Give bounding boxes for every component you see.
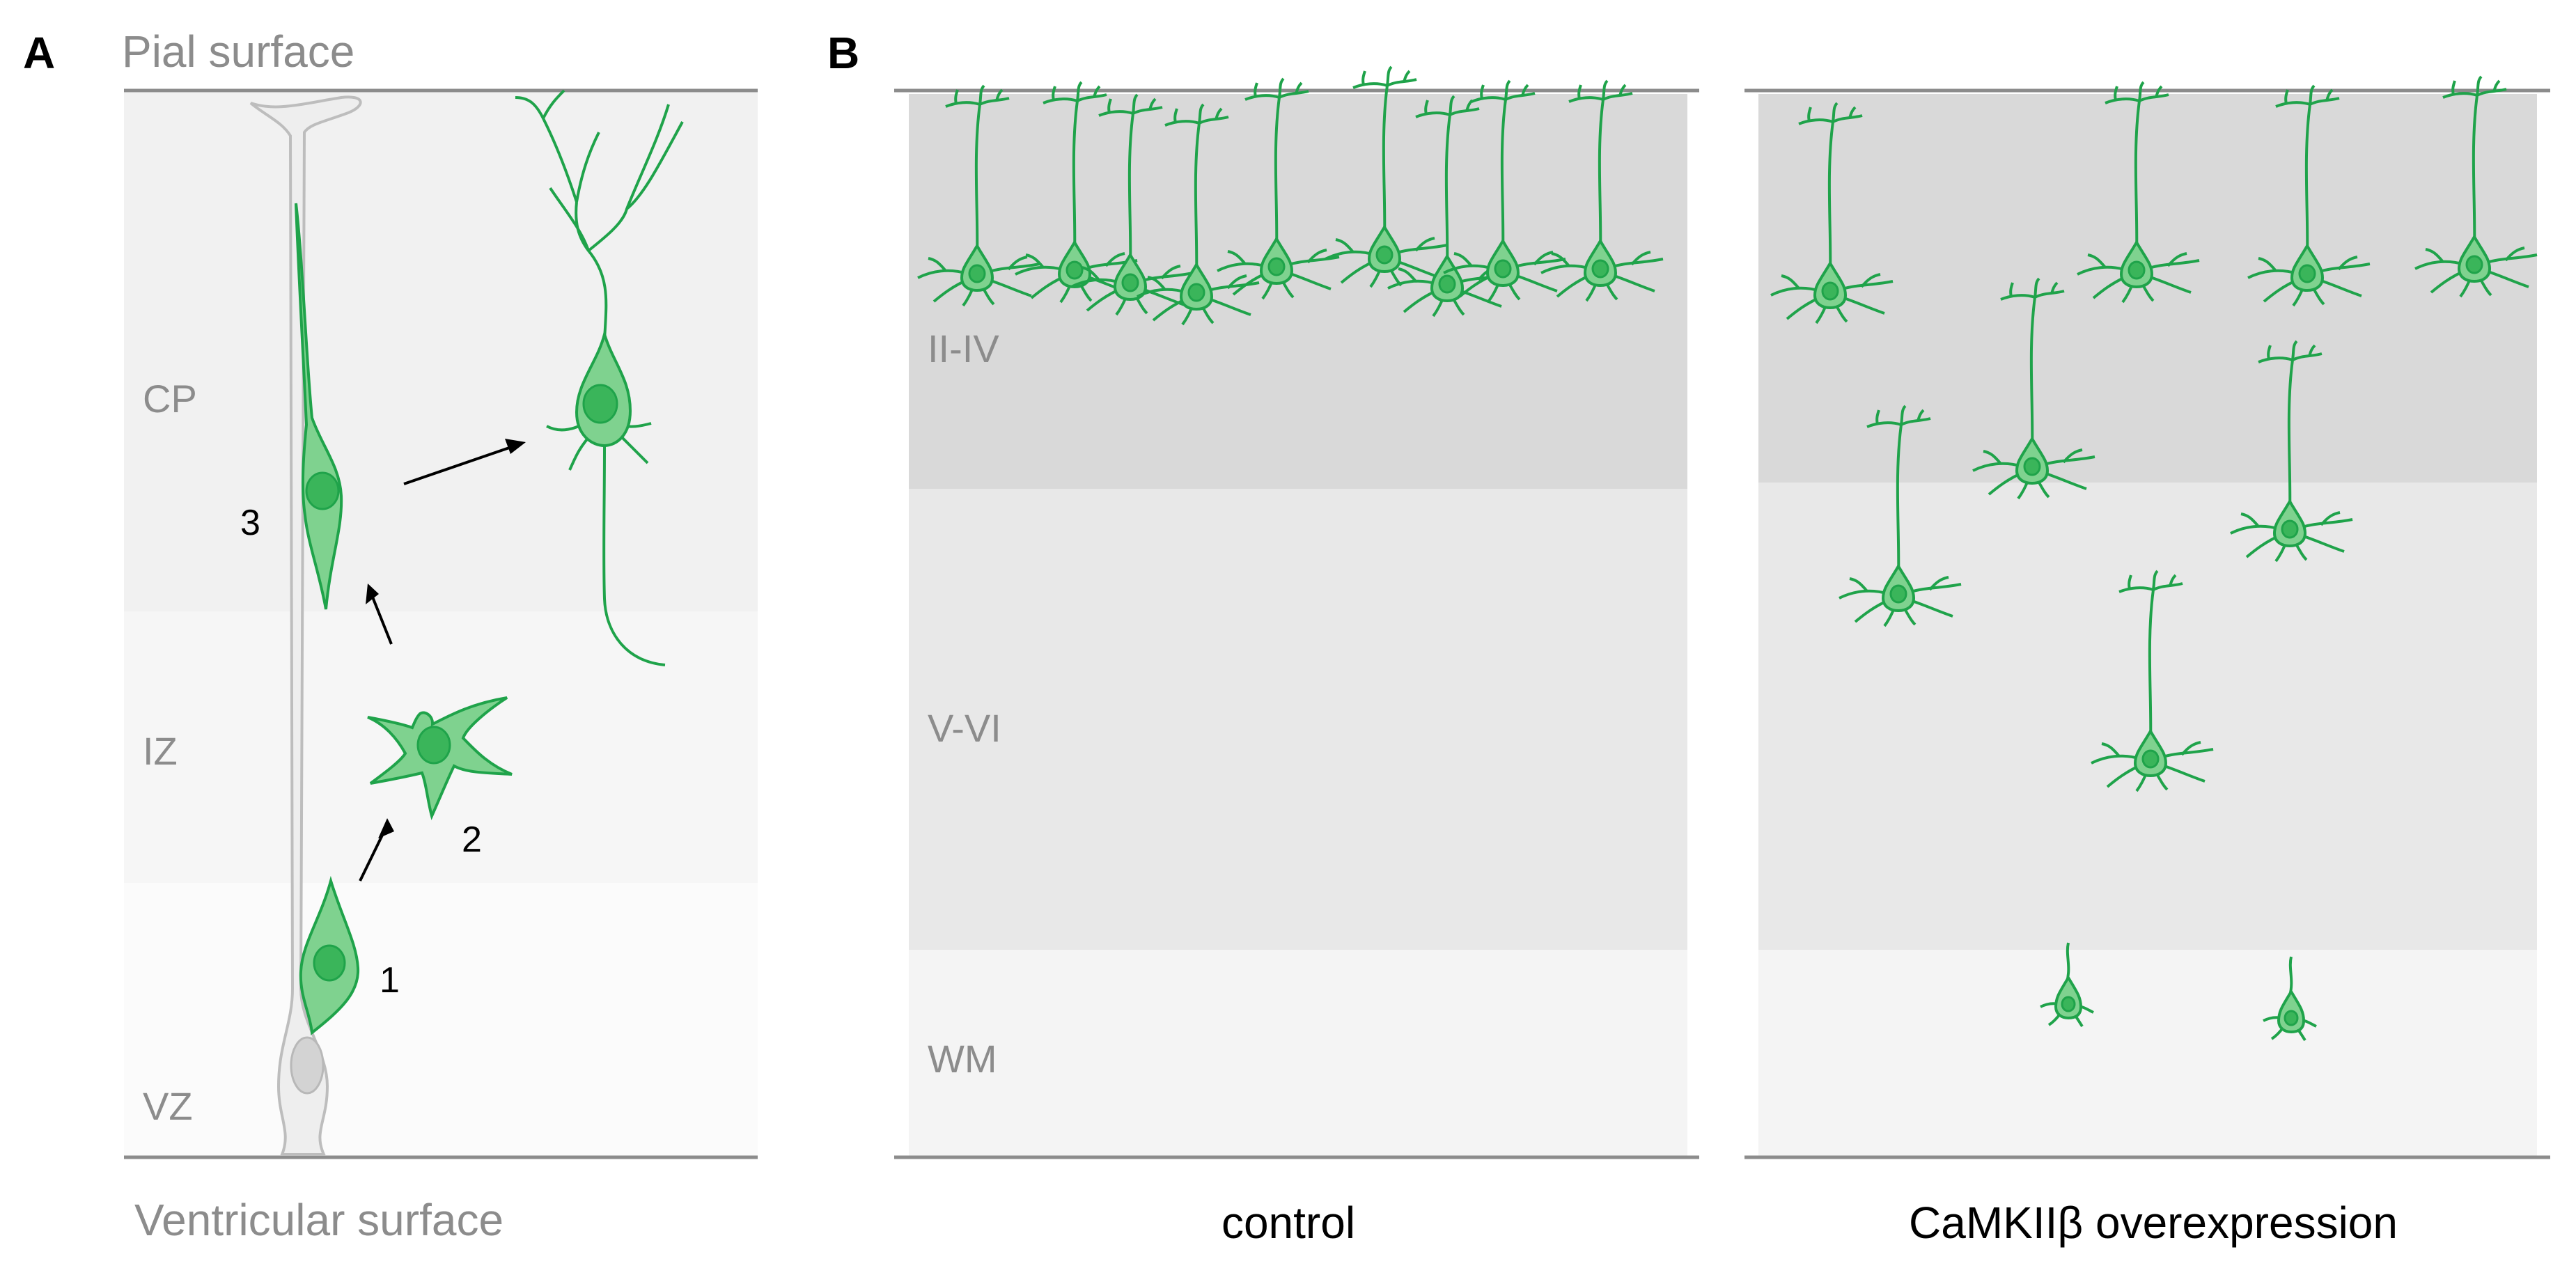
layer-wm-label: WM xyxy=(928,1037,997,1081)
neuron-stage-1 xyxy=(299,875,360,1035)
neuron-3-nucleus xyxy=(305,471,340,510)
stage-2-label: 2 xyxy=(462,820,482,860)
zone-iz-label: IZ xyxy=(143,729,178,773)
panel-a: A Pial surface CP IZ VZ Ventricular surf… xyxy=(23,26,758,1245)
arrow-stage-2-to-3 xyxy=(369,591,393,645)
oe-layer-v-vi xyxy=(1758,483,2537,950)
zone-cp-label: CP xyxy=(143,377,197,421)
zone-vz-band xyxy=(124,883,758,1156)
radial-glia-body xyxy=(249,95,362,1156)
overexpression-condition-label: CaMKIIβ overexpression xyxy=(1909,1198,2398,1248)
control-column: II-IV V-VI WM control xyxy=(894,88,1699,1248)
neuron-2-nucleus xyxy=(416,726,451,765)
neuron-stage-3 xyxy=(295,203,343,610)
arrow-stage-1-to-2-head xyxy=(378,818,394,838)
control-layer-wm xyxy=(909,950,1687,1157)
ventricular-surface-label: Ventricular surface xyxy=(134,1195,504,1245)
stage-3-label: 3 xyxy=(240,503,260,543)
arrow-stage-3-to-mature xyxy=(403,444,516,485)
panel-b: B II-IV V-VI WM control CaMKIIβ overexpr… xyxy=(827,28,2550,1248)
oe-layer-wm xyxy=(1758,950,2537,1157)
oe-layer-ii-iv xyxy=(1758,94,2537,483)
zone-vz-label: VZ xyxy=(143,1084,193,1128)
panel-b-letter: B xyxy=(827,28,859,78)
arrow-stage-2-to-3-head xyxy=(366,584,379,604)
radial-glia-nucleus xyxy=(290,1036,325,1095)
control-layer-v-vi xyxy=(909,489,1687,950)
neuron-stage-2 xyxy=(367,696,513,820)
layer-v-vi-label: V-VI xyxy=(928,706,1001,750)
zone-cp-band xyxy=(124,93,758,611)
panel-a-letter: A xyxy=(23,28,55,78)
control-layer-ii-iv xyxy=(909,94,1687,489)
pial-surface-label: Pial surface xyxy=(122,26,354,77)
stage-1-label: 1 xyxy=(380,960,400,1001)
radial-glia-cell xyxy=(249,95,362,1156)
mature-neuron-nucleus xyxy=(582,384,618,424)
overexpression-column: CaMKIIβ overexpression xyxy=(1744,88,2550,1248)
arrow-stage-3-to-mature-head xyxy=(505,439,526,454)
mature-neuron xyxy=(515,89,684,666)
layer-ii-iv-label: II-IV xyxy=(928,327,999,370)
neuron-1-nucleus xyxy=(313,944,346,982)
control-condition-label: control xyxy=(1221,1198,1355,1248)
